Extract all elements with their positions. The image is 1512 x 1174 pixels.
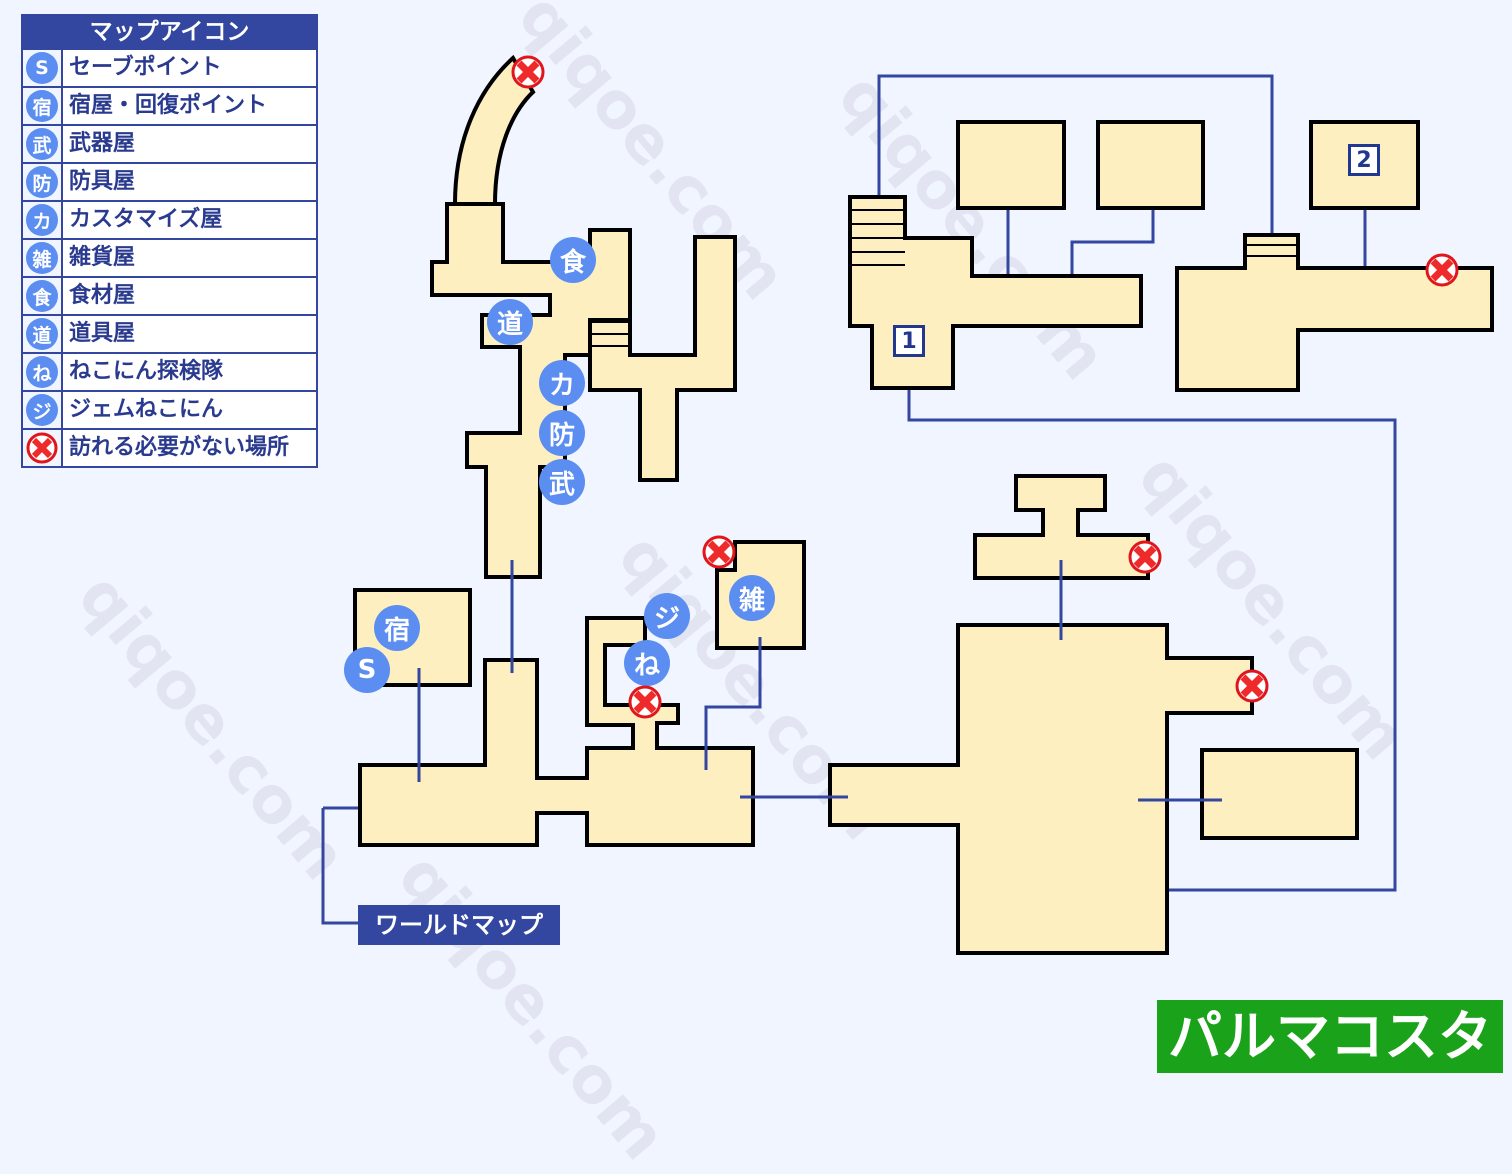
- legend-item-weapon: 武武器屋: [23, 126, 316, 162]
- save-icon: S: [26, 52, 58, 84]
- door-marker-1[interactable]: 1: [893, 325, 925, 357]
- goods-shop-marker[interactable]: 雑: [729, 575, 775, 621]
- dungeon-map: [321, 54, 1494, 955]
- legend-label: 防具屋: [63, 164, 316, 200]
- legend-label: 宿屋・回復ポイント: [63, 88, 316, 124]
- legend-item-food: 食食材屋: [23, 278, 316, 314]
- armor-shop-marker[interactable]: 防: [539, 410, 585, 456]
- rooms: [353, 54, 1494, 955]
- tool-shop-icon: 道: [26, 318, 58, 350]
- weapon-shop-icon: 武: [26, 128, 58, 160]
- armor-shop-icon: 防: [26, 166, 58, 198]
- tool-shop-marker[interactable]: 道: [487, 299, 533, 345]
- legend-item-no-visit: 訪れる必要がない場所: [23, 430, 316, 466]
- no-visit-icon: [1235, 669, 1269, 703]
- no-visit-icon: [1128, 540, 1162, 574]
- inn-icon: 宿: [26, 90, 58, 122]
- no-visit-icon: [702, 535, 736, 569]
- door-marker-2[interactable]: 2: [1348, 144, 1380, 176]
- no-visit-icon: [628, 685, 662, 719]
- legend-title: マップアイコン: [89, 19, 250, 45]
- legend-item-tool: 道道具屋: [23, 316, 316, 352]
- nekonin-marker[interactable]: ね: [624, 640, 670, 686]
- legend-item-inn: 宿宿屋・回復ポイント: [23, 88, 316, 124]
- food-shop-marker[interactable]: 食: [550, 237, 596, 283]
- legend-item-armor: 防防具屋: [23, 164, 316, 200]
- legend-label: 武器屋: [63, 126, 316, 162]
- no-visit-icon: [26, 432, 58, 464]
- inn-marker[interactable]: 宿: [374, 605, 420, 651]
- legend-label: 訪れる必要がない場所: [63, 430, 316, 466]
- area-title: パルマコスタ: [1157, 1000, 1503, 1073]
- weapon-shop-marker[interactable]: 武: [539, 459, 585, 505]
- no-visit-icon: [511, 55, 545, 89]
- legend-label: 雑貨屋: [63, 240, 316, 276]
- custom-shop-marker[interactable]: カ: [539, 360, 585, 406]
- legend-item-gem: ジジェムねこにん: [23, 392, 316, 428]
- legend-item-custom: カカスタマイズ屋: [23, 202, 316, 238]
- legend-item-neko: ねねこにん探検隊: [23, 354, 316, 390]
- gem-icon: ジ: [26, 394, 58, 426]
- legend-label: 食材屋: [63, 278, 316, 314]
- neko-icon: ね: [26, 356, 58, 388]
- goods-shop-icon: 雑: [26, 242, 58, 274]
- world-map-exit-label[interactable]: ワールドマップ: [358, 905, 560, 945]
- legend-label: カスタマイズ屋: [63, 202, 316, 238]
- legend-label: ねこにん探検隊: [63, 354, 316, 390]
- no-visit-icon: [1425, 253, 1459, 287]
- legend-label: セーブポイント: [63, 50, 316, 86]
- connection-lines: [321, 74, 1397, 925]
- legend-item-goods: 雑雑貨屋: [23, 240, 316, 276]
- custom-shop-icon: カ: [26, 204, 58, 236]
- legend-label: ジェムねこにん: [63, 392, 316, 428]
- gem-nekonin-marker[interactable]: ジ: [644, 593, 690, 639]
- food-shop-icon: 食: [26, 280, 58, 312]
- legend-label: 道具屋: [63, 316, 316, 352]
- connection-lines-inner: [417, 560, 1222, 802]
- save-point-marker[interactable]: S: [344, 647, 390, 693]
